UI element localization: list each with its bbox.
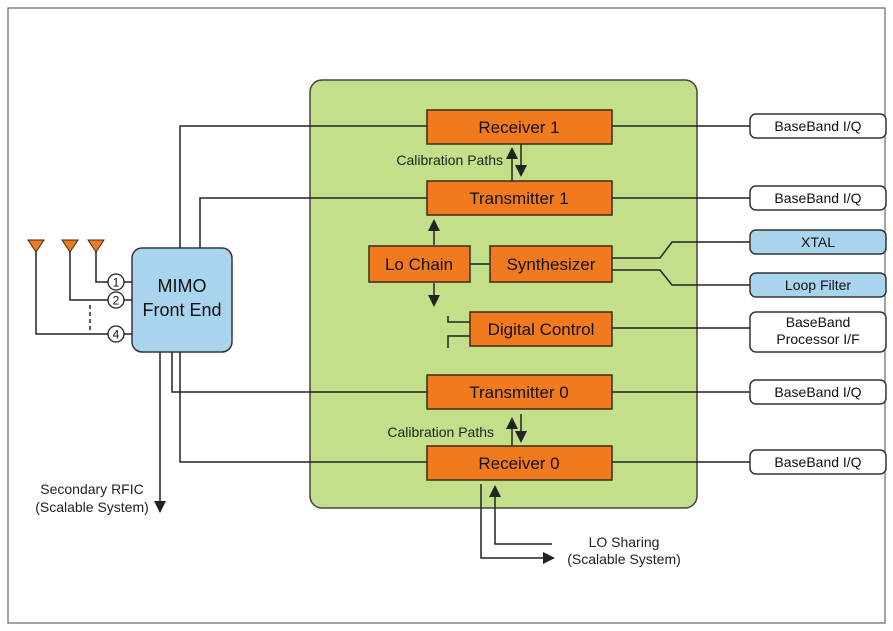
svg-text:Receiver 0: Receiver 0: [478, 454, 559, 473]
svg-text:BaseBand I/Q: BaseBand I/Q: [774, 190, 861, 206]
transmitter-0-block: Transmitter 0: [426, 374, 613, 410]
svg-text:Transmitter 0: Transmitter 0: [469, 383, 569, 402]
mimo-front-end: MIMO Front End: [131, 247, 233, 353]
lo-sharing-sublabel: (Scalable System): [567, 551, 681, 567]
lo-chain-block: Lo Chain: [368, 245, 471, 283]
svg-text:Synthesizer: Synthesizer: [507, 255, 596, 274]
svg-text:Front End: Front End: [142, 300, 221, 320]
antenna-icon: [61, 239, 79, 253]
port-1: 1: [107, 273, 125, 291]
calibration-paths-label: Calibration Paths: [396, 152, 503, 168]
secondary-rfic-label: Secondary RFIC: [40, 481, 143, 497]
baseband-iq-output: BaseBand I/Q: [749, 379, 887, 405]
loop-filter-box: Loop Filter: [749, 272, 887, 298]
baseband-iq-output: BaseBand I/Q: [749, 113, 887, 139]
svg-text:4: 4: [113, 328, 120, 342]
svg-text:Receiver 1: Receiver 1: [478, 118, 559, 137]
synthesizer-block: Synthesizer: [489, 245, 613, 283]
antenna-icon: [87, 239, 105, 253]
secondary-rfic-sublabel: (Scalable System): [35, 499, 149, 515]
svg-text:BaseBand I/Q: BaseBand I/Q: [774, 118, 861, 134]
svg-text:BaseBand: BaseBand: [786, 314, 851, 330]
port-4: 4: [107, 325, 125, 343]
lo-sharing-label: LO Sharing: [589, 534, 660, 550]
connections: [35, 125, 750, 564]
transmitter-1-block: Transmitter 1: [426, 180, 613, 216]
xtal-box: XTAL: [749, 229, 887, 255]
svg-text:Processor I/F: Processor I/F: [776, 331, 859, 347]
port-2: 2: [107, 291, 125, 309]
svg-text:XTAL: XTAL: [801, 234, 835, 250]
svg-text:1: 1: [113, 276, 120, 290]
baseband-iq-output: BaseBand I/Q: [749, 449, 887, 475]
antenna-icon: [27, 239, 45, 253]
receiver-1-block: Receiver 1: [426, 109, 613, 145]
svg-text:Loop Filter: Loop Filter: [785, 277, 851, 293]
svg-text:MIMO: MIMO: [158, 276, 207, 296]
svg-text:2: 2: [113, 294, 120, 308]
svg-text:BaseBand I/Q: BaseBand I/Q: [774, 454, 861, 470]
baseband-processor-if-box: BaseBand Processor I/F: [749, 311, 887, 353]
calibration-paths-label: Calibration Paths: [387, 424, 494, 440]
svg-text:Lo Chain: Lo Chain: [385, 255, 453, 274]
svg-text:Transmitter 1: Transmitter 1: [469, 189, 569, 208]
baseband-iq-output: BaseBand I/Q: [749, 185, 887, 211]
svg-text:BaseBand I/Q: BaseBand I/Q: [774, 384, 861, 400]
svg-text:Digital Control: Digital Control: [488, 320, 595, 339]
receiver-0-block: Receiver 0: [426, 445, 613, 481]
digital-control-block: Digital Control: [469, 311, 613, 347]
